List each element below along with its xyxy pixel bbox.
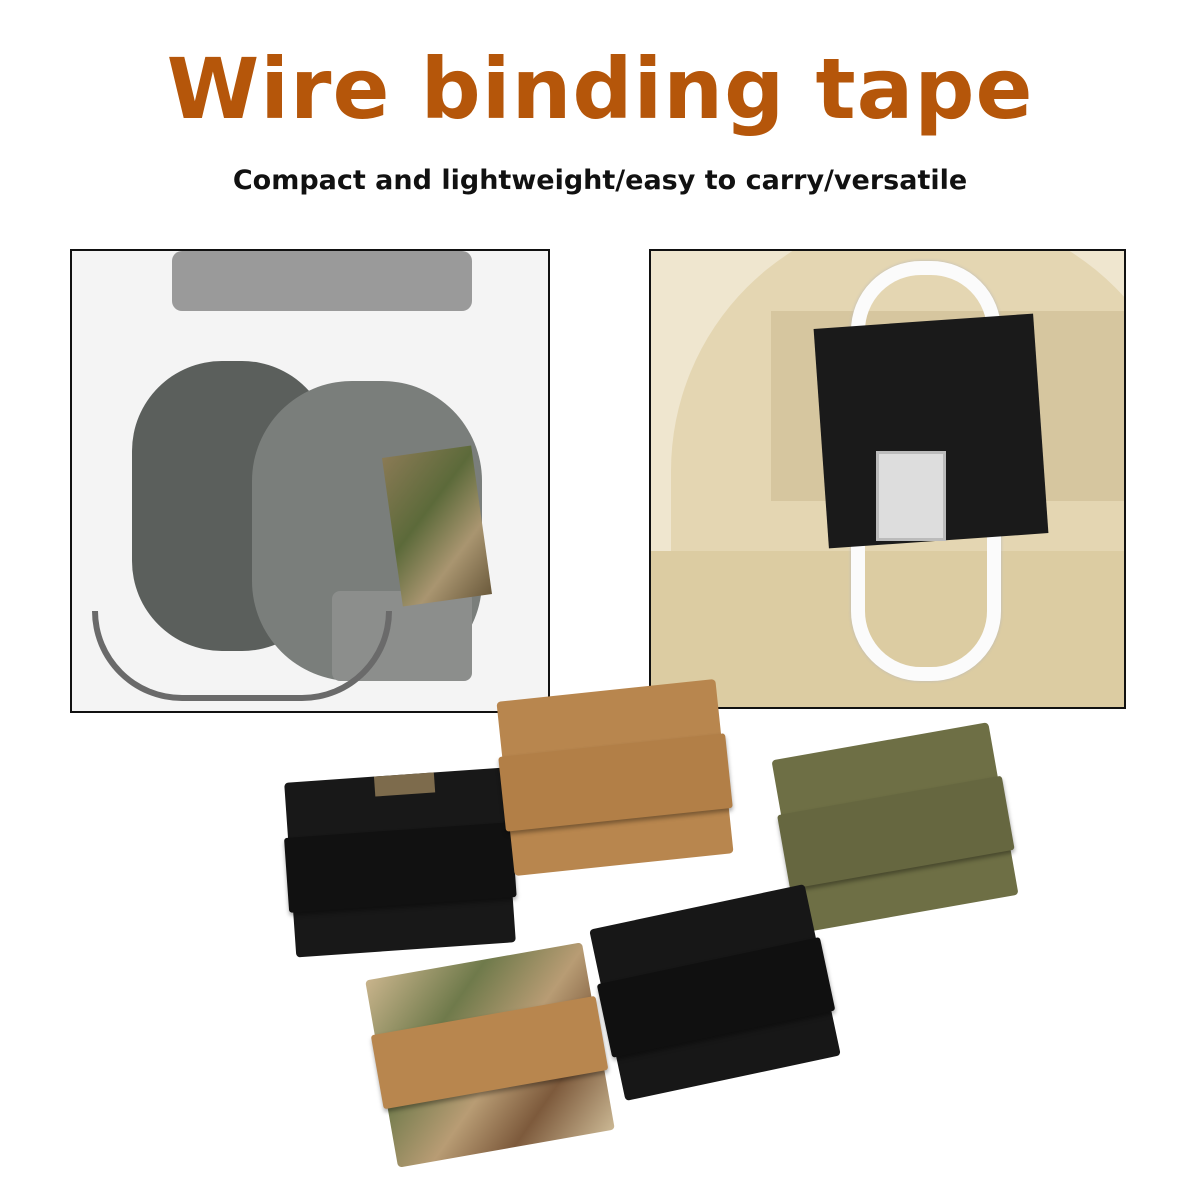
elastic-band xyxy=(370,995,609,1110)
elastic-band xyxy=(498,733,733,832)
cable xyxy=(92,611,392,701)
product-multicam-tan xyxy=(365,942,615,1168)
usb-plug xyxy=(876,451,946,541)
headband xyxy=(172,251,472,311)
product-black-multicam xyxy=(284,767,517,958)
headset-photo xyxy=(70,249,550,713)
elastic-band xyxy=(777,775,1015,890)
camo-corner xyxy=(373,772,436,797)
product-coyote-tan xyxy=(496,678,734,877)
product-ranger-green xyxy=(771,722,1019,933)
elastic-band xyxy=(284,822,517,913)
helmet-photo xyxy=(649,249,1126,709)
elastic-band xyxy=(596,937,836,1058)
product-black xyxy=(589,884,841,1101)
page-title: Wire binding tape xyxy=(166,40,1034,138)
page-subtitle: Compact and lightweight/easy to carry/ve… xyxy=(232,165,968,196)
